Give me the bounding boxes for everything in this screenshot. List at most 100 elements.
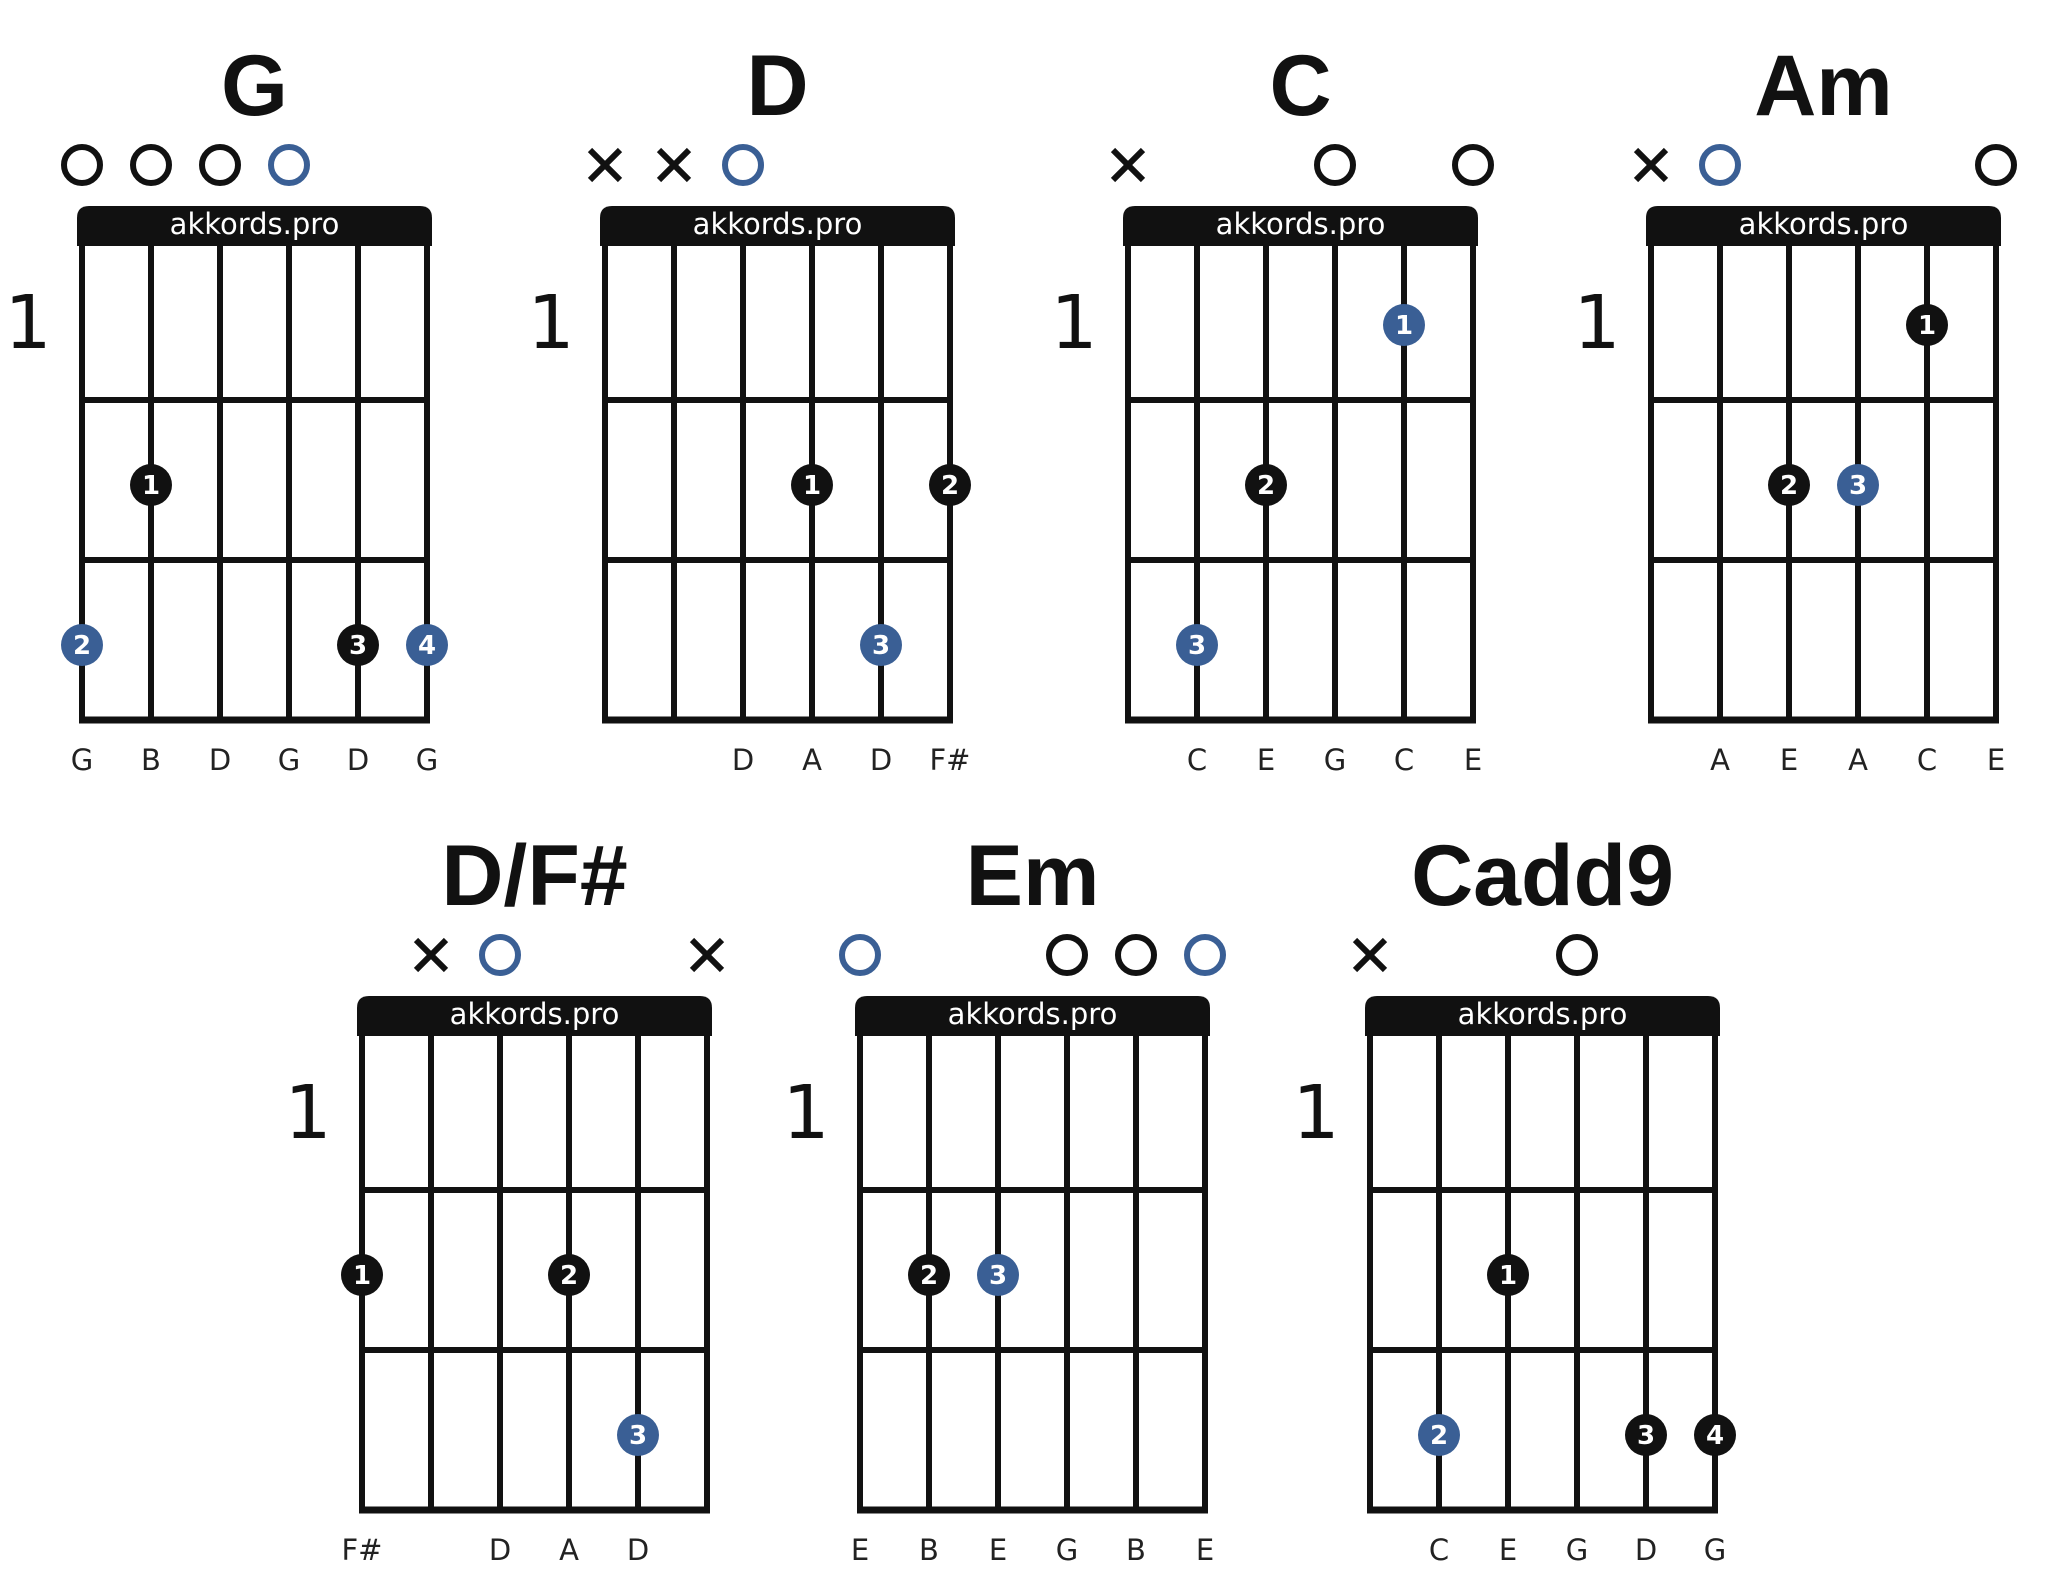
finger-number: 2 bbox=[73, 631, 91, 661]
finger-dot: 2 bbox=[1245, 464, 1287, 506]
finger-number: 4 bbox=[418, 631, 436, 661]
muted-string-icon bbox=[413, 937, 449, 973]
muted-string-icon bbox=[1633, 147, 1669, 183]
string-note-label: A bbox=[802, 743, 822, 777]
fretboard-header bbox=[77, 206, 432, 246]
chord-name: D bbox=[746, 38, 808, 134]
finger-dot: 2 bbox=[1768, 464, 1810, 506]
finger-dot-circle bbox=[406, 624, 448, 666]
fret-number: 1 bbox=[782, 1070, 829, 1156]
muted-string-icon bbox=[689, 937, 725, 973]
brand-label: akkords.pro bbox=[1739, 207, 1909, 241]
finger-number: 1 bbox=[1918, 311, 1936, 341]
finger-number: 2 bbox=[1257, 471, 1275, 501]
string-note-label: G bbox=[1056, 1533, 1078, 1567]
fret-number: 1 bbox=[1050, 280, 1097, 366]
finger-dot-circle bbox=[1418, 1414, 1460, 1456]
finger-dot-circle bbox=[1383, 304, 1425, 346]
muted-string-icon bbox=[1110, 147, 1146, 183]
string-note-label: D bbox=[489, 1533, 511, 1567]
finger-dot-circle bbox=[791, 464, 833, 506]
open-string-icon bbox=[1314, 144, 1356, 186]
fretboard-header bbox=[600, 206, 955, 246]
finger-number: 1 bbox=[1395, 311, 1413, 341]
string-note-label: B bbox=[1126, 1533, 1146, 1567]
string-note-label: E bbox=[1987, 743, 2005, 777]
finger-dot: 1 bbox=[791, 464, 833, 506]
open-string-icon bbox=[130, 144, 172, 186]
finger-number: 3 bbox=[872, 631, 890, 661]
fretboard-header bbox=[357, 996, 712, 1036]
brand-label: akkords.pro bbox=[170, 207, 340, 241]
finger-dot: 2 bbox=[929, 464, 971, 506]
muted-stroke bbox=[656, 147, 692, 183]
muted-stroke bbox=[1633, 147, 1669, 183]
finger-number: 2 bbox=[560, 1261, 578, 1291]
open-string-icon bbox=[268, 144, 310, 186]
brand-label: akkords.pro bbox=[948, 997, 1118, 1031]
finger-number: 2 bbox=[941, 471, 959, 501]
fret-number: 1 bbox=[527, 280, 574, 366]
muted-stroke bbox=[689, 937, 725, 973]
open-string-icon bbox=[61, 144, 103, 186]
finger-dot-circle bbox=[341, 1254, 383, 1296]
open-string-icon bbox=[1046, 934, 1088, 976]
string-note-label: E bbox=[1499, 1533, 1517, 1567]
finger-dot: 3 bbox=[860, 624, 902, 666]
open-string-icon bbox=[1184, 934, 1226, 976]
string-note-label: B bbox=[141, 743, 161, 777]
muted-stroke bbox=[1110, 147, 1146, 183]
open-string-icon bbox=[1452, 144, 1494, 186]
string-note-label: C bbox=[1394, 743, 1414, 777]
finger-number: 1 bbox=[1499, 1261, 1517, 1291]
string-note-label: E bbox=[1464, 743, 1482, 777]
chord-name: C bbox=[1269, 38, 1331, 134]
open-string-icon bbox=[479, 934, 521, 976]
brand-label: akkords.pro bbox=[1216, 207, 1386, 241]
string-note-label: A bbox=[1710, 743, 1730, 777]
finger-dot-circle bbox=[130, 464, 172, 506]
string-note-label: E bbox=[1257, 743, 1275, 777]
muted-string-icon bbox=[587, 147, 623, 183]
finger-dot-circle bbox=[1487, 1254, 1529, 1296]
finger-dot: 3 bbox=[1837, 464, 1879, 506]
string-note-label: A bbox=[1848, 743, 1868, 777]
finger-dot-circle bbox=[61, 624, 103, 666]
finger-dot-circle bbox=[977, 1254, 1019, 1296]
finger-number: 2 bbox=[1430, 1421, 1448, 1451]
finger-number: 3 bbox=[1849, 471, 1867, 501]
finger-number: 1 bbox=[142, 471, 160, 501]
open-string-icon bbox=[1556, 934, 1598, 976]
string-note-label: E bbox=[1196, 1533, 1214, 1567]
fretboard-header bbox=[1365, 996, 1720, 1036]
open-string-icon bbox=[722, 144, 764, 186]
fret-number: 1 bbox=[284, 1070, 331, 1156]
open-string-icon bbox=[199, 144, 241, 186]
string-note-label: E bbox=[989, 1533, 1007, 1567]
finger-dot-circle bbox=[908, 1254, 950, 1296]
finger-dot: 2 bbox=[548, 1254, 590, 1296]
muted-stroke bbox=[413, 937, 449, 973]
finger-dot-circle bbox=[860, 624, 902, 666]
string-note-label: G bbox=[416, 743, 438, 777]
finger-dot: 1 bbox=[1487, 1254, 1529, 1296]
finger-number: 1 bbox=[353, 1261, 371, 1291]
finger-dot-circle bbox=[1245, 464, 1287, 506]
finger-number: 2 bbox=[1780, 471, 1798, 501]
finger-number: 2 bbox=[920, 1261, 938, 1291]
muted-stroke bbox=[587, 147, 623, 183]
string-note-label: A bbox=[559, 1533, 579, 1567]
finger-number: 3 bbox=[349, 631, 367, 661]
finger-dot-circle bbox=[1176, 624, 1218, 666]
finger-number: 4 bbox=[1706, 1421, 1724, 1451]
string-note-label: E bbox=[1780, 743, 1798, 777]
finger-dot: 1 bbox=[130, 464, 172, 506]
string-note-label: B bbox=[919, 1533, 939, 1567]
string-note-label: G bbox=[1324, 743, 1346, 777]
string-note-label: G bbox=[1704, 1533, 1726, 1567]
finger-dot-circle bbox=[1694, 1414, 1736, 1456]
